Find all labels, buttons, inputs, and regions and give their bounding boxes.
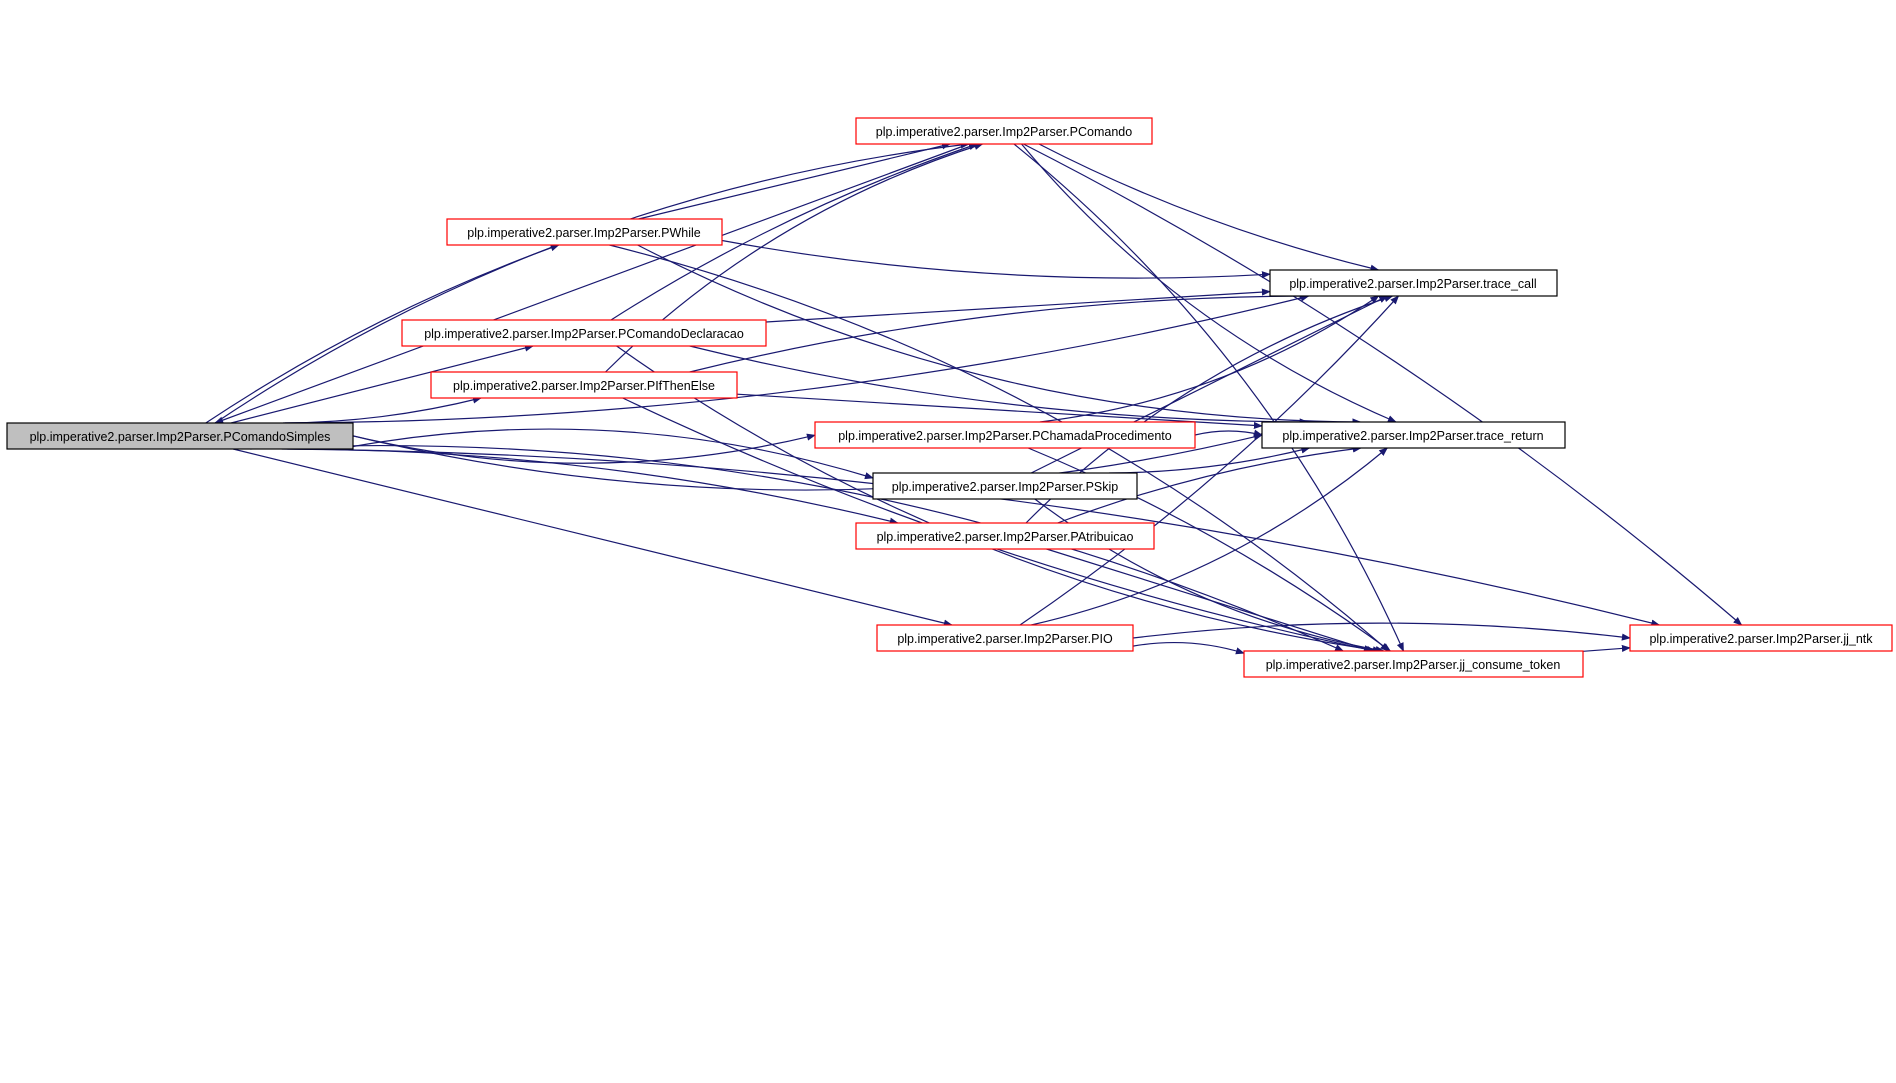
node-pcomandosimples[interactable]: plp.imperative2.parser.Imp2Parser.PComan… xyxy=(6,422,354,450)
node-pskip[interactable]: plp.imperative2.parser.Imp2Parser.PSkip xyxy=(872,472,1138,500)
edge-pcomando-to-trace_return xyxy=(1021,143,1397,423)
edges-layer xyxy=(205,141,1743,655)
edge-pcomandosimples-to-pskip xyxy=(352,428,874,480)
edge-pcomandosimples-to-jj_consume_token xyxy=(250,444,1345,652)
edge-pifthenelse-to-trace_return xyxy=(736,393,1263,430)
edge-patribuicao-to-jj_consume_token xyxy=(1046,548,1373,653)
nodes-layer: plp.imperative2.parser.Imp2Parser.PComan… xyxy=(6,117,1893,678)
node-label: plp.imperative2.parser.Imp2Parser.PIfThe… xyxy=(453,379,715,393)
node-pchamadaprocedimento[interactable]: plp.imperative2.parser.Imp2Parser.PChama… xyxy=(814,421,1196,449)
edge-pcomando-to-jj_ntk xyxy=(1023,143,1743,626)
edge-pio-to-trace_return xyxy=(1031,447,1388,626)
edge-jj_consume_token-to-jj_ntk xyxy=(1582,644,1631,653)
node-pcomando[interactable]: plp.imperative2.parser.Imp2Parser.PComan… xyxy=(855,117,1153,145)
node-label: plp.imperative2.parser.Imp2Parser.PAtrib… xyxy=(877,530,1134,544)
node-label: plp.imperative2.parser.Imp2Parser.PComan… xyxy=(30,430,331,444)
edge-pchamadaprocedimento-to-trace_call xyxy=(1039,295,1380,423)
edge-pcomandosimples-to-trace_return xyxy=(352,433,1263,491)
node-label: plp.imperative2.parser.Imp2Parser.jj_ntk xyxy=(1649,632,1873,646)
node-label: plp.imperative2.parser.Imp2Parser.trace_… xyxy=(1289,277,1536,291)
node-label: plp.imperative2.parser.Imp2Parser.jj_con… xyxy=(1266,658,1561,672)
node-label: plp.imperative2.parser.Imp2Parser.PChama… xyxy=(838,429,1172,443)
node-label: plp.imperative2.parser.Imp2Parser.PIO xyxy=(897,632,1113,646)
edge-pcomando-to-jj_consume_token xyxy=(1013,143,1405,652)
edge-pcomandodeclaracao-to-pcomando xyxy=(610,143,978,321)
node-label: plp.imperative2.parser.Imp2Parser.PWhile xyxy=(467,226,700,240)
node-label: plp.imperative2.parser.Imp2Parser.PSkip xyxy=(892,480,1119,494)
edge-pwhile-to-trace_return xyxy=(637,244,1362,426)
edge-pcomandosimples-to-trace_call xyxy=(284,294,1310,424)
edge-pwhile-to-jj_consume_token xyxy=(609,244,1390,652)
edge-pifthenelse-to-trace_call xyxy=(689,292,1309,373)
edge-pcomandosimples-to-pwhile xyxy=(205,244,560,424)
edge-pchamadaprocedimento-to-jj_consume_token xyxy=(1027,447,1392,652)
node-pcomandodeclaracao[interactable]: plp.imperative2.parser.Imp2Parser.PComan… xyxy=(401,319,767,347)
edge-pcomandosimples-to-pio xyxy=(232,448,953,627)
node-pwhile[interactable]: plp.imperative2.parser.Imp2Parser.PWhile xyxy=(446,218,723,246)
edge-pio-to-trace_call xyxy=(1019,295,1400,626)
node-pifthenelse[interactable]: plp.imperative2.parser.Imp2Parser.PIfThe… xyxy=(430,371,738,399)
edge-pcomandosimples-to-pcomandodeclaracao xyxy=(230,344,534,424)
edge-pwhile-to-pcomando xyxy=(638,142,951,220)
node-label: plp.imperative2.parser.Imp2Parser.trace_… xyxy=(1282,429,1543,443)
edge-pio-to-jj_ntk xyxy=(1132,622,1631,641)
edge-pwhile-to-trace_call xyxy=(721,239,1271,279)
node-trace-call[interactable]: plp.imperative2.parser.Imp2Parser.trace_… xyxy=(1269,269,1558,297)
edge-pchamadaprocedimento-to-trace_return xyxy=(1194,429,1263,437)
node-jj-consume-token[interactable]: plp.imperative2.parser.Imp2Parser.jj_con… xyxy=(1243,650,1584,678)
node-label: plp.imperative2.parser.Imp2Parser.PComan… xyxy=(876,125,1132,139)
edge-pcomando-to-trace_call xyxy=(1038,143,1380,272)
node-trace-return[interactable]: plp.imperative2.parser.Imp2Parser.trace_… xyxy=(1261,421,1566,449)
edge-pio-to-jj_consume_token xyxy=(1132,641,1245,655)
edge-pcomando-to-pcomandosimples xyxy=(214,143,970,424)
edge-pcomandodeclaracao-to-trace_return xyxy=(689,345,1309,426)
edge-pskip-to-trace_call xyxy=(1030,295,1389,474)
edge-patribuicao-to-trace_return xyxy=(1057,445,1362,524)
node-pio[interactable]: plp.imperative2.parser.Imp2Parser.PIO xyxy=(876,624,1134,652)
node-label: plp.imperative2.parser.Imp2Parser.PComan… xyxy=(424,327,744,341)
node-jj-ntk[interactable]: plp.imperative2.parser.Imp2Parser.jj_ntk xyxy=(1629,624,1893,652)
node-patribuicao[interactable]: plp.imperative2.parser.Imp2Parser.PAtrib… xyxy=(855,522,1155,550)
edge-pcomandodeclaracao-to-trace_call xyxy=(765,288,1271,323)
